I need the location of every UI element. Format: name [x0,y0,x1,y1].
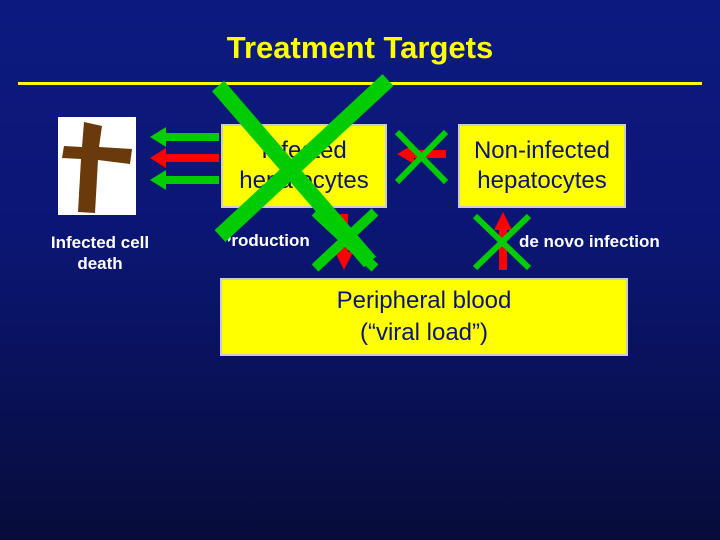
cross-icon [62,122,132,213]
death-label-line2: death [77,254,123,273]
title-underline [18,82,702,85]
x-mark-icon [472,213,532,271]
production-label-text: Production [228,231,310,250]
noninfected-hepatocytes-box: Non-infected hepatocytes [458,124,626,208]
x-mark-icon [394,129,449,185]
arrow-left-icon [150,170,219,190]
arrow-left-icon [150,127,219,147]
noninfected-box-line2: hepatocytes [477,167,607,194]
de-novo-infection-label: de novo infection [519,232,660,251]
noninfected-box-line1: Non-infected [473,137,611,164]
x-mark-icon [211,74,394,268]
slide-title: Treatment Targets [226,30,494,65]
blood-box-line2: (“viral load”) [359,319,488,346]
peripheral-blood-box: Peripheral blood (“viral load”) [220,278,628,356]
production-label: Production [228,231,338,251]
infected-cell-death-label: Infected cell death [40,232,160,274]
death-label-line1: Infected cell [50,233,150,252]
blood-box-line1: Peripheral blood [336,286,512,314]
death-cross-icon [58,117,136,215]
arrow-left-icon [150,148,219,168]
